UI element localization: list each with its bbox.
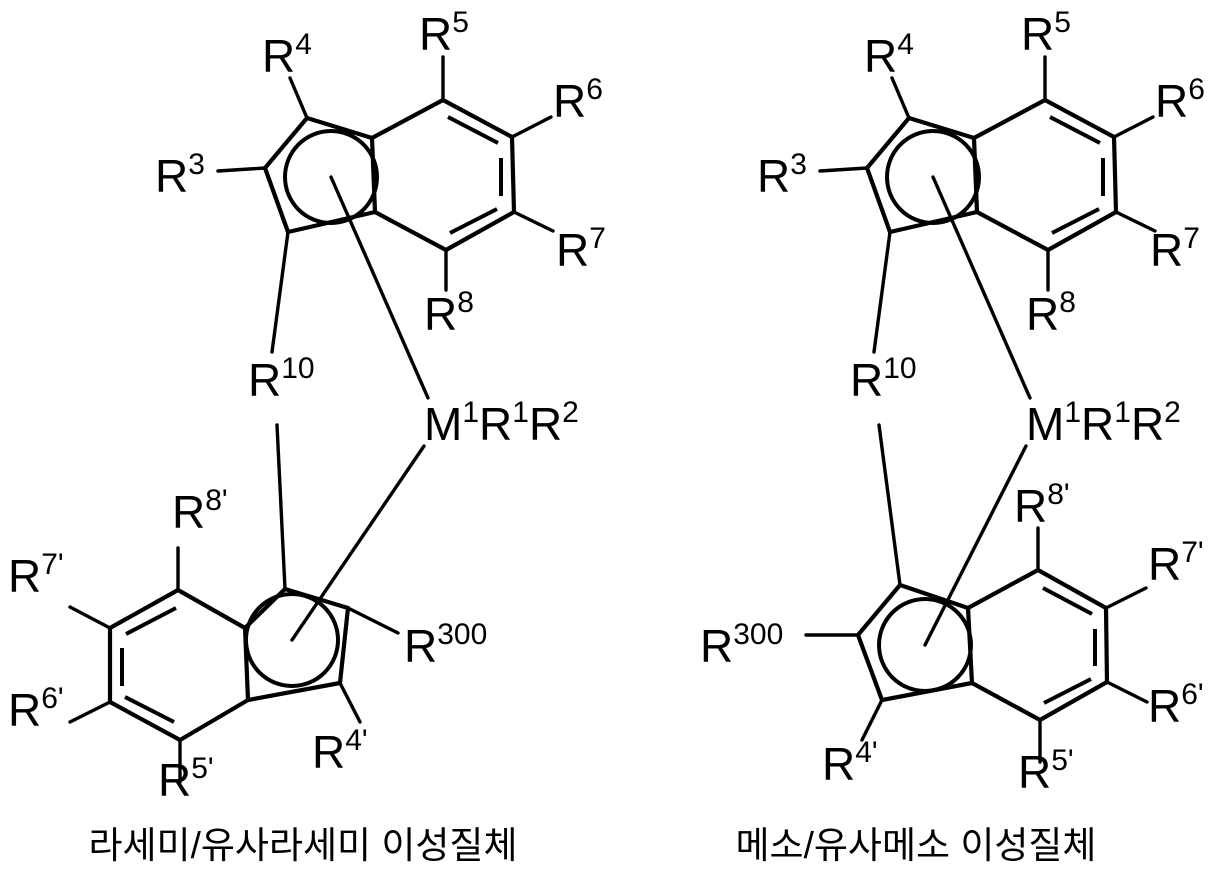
aromatic-circle-lower-right xyxy=(877,597,973,693)
bond-to-R300-left xyxy=(346,606,400,635)
bond-to-R4-upper xyxy=(288,76,309,120)
aromatic-circle-upper-right xyxy=(885,129,981,225)
label-R8p-right: R8' xyxy=(1014,478,1070,532)
bond-upper-ring-to-R10 xyxy=(270,230,290,354)
label-R5-right: R5 xyxy=(1021,6,1071,60)
label-R7p-right: R7' xyxy=(1148,536,1204,590)
label-metal-right: M1R1R2 xyxy=(1026,396,1181,450)
bond-to-R6p-left xyxy=(68,700,112,724)
bond-to-R3-upper xyxy=(216,166,267,173)
right-lower-indenyl xyxy=(804,423,1149,764)
label-R300-right: R300 xyxy=(700,618,783,672)
label-R3-left: R3 xyxy=(155,148,205,202)
bond-to-R7-upper-right xyxy=(1114,210,1157,233)
bond-upper-ring-to-R10-right xyxy=(872,230,892,354)
caption-right: 메소/유사메소 이성질체 xyxy=(736,825,1097,866)
bond-upper-ring-to-metal xyxy=(329,175,430,400)
bond-to-R4p-left xyxy=(338,681,362,724)
bond-lower-ring-to-R10 xyxy=(275,423,287,591)
right-upper-indenyl xyxy=(818,55,1157,400)
label-R4p-left: R4' xyxy=(312,724,368,778)
caption-left: 라세미/유사라세미 이성질체 xyxy=(88,825,517,866)
bond-to-R7p-left xyxy=(68,605,112,630)
label-R6-right: R6 xyxy=(1155,73,1205,127)
label-R6-left: R6 xyxy=(553,73,603,127)
bond-lower-ring-to-metal xyxy=(290,444,426,642)
label-R8p-left: R8' xyxy=(172,484,228,538)
label-R4-right: R4 xyxy=(864,28,914,82)
bond-to-R7-upper xyxy=(512,210,555,233)
bond-lower-ring-to-metal-right xyxy=(923,444,1028,647)
bond-to-R6-upper-right xyxy=(1112,115,1155,139)
aromatic-circle-upper xyxy=(283,129,379,225)
label-R6p-left: R6' xyxy=(8,682,64,736)
left-structure: R3 R4 R5 R6 R7 R8 R10 M1R1R2 R8' R7' R6' xyxy=(8,6,606,806)
bond-to-R6p-right xyxy=(1105,680,1149,704)
label-R8-left: R8 xyxy=(424,286,474,340)
bond-upper-ring-to-metal-right xyxy=(931,175,1032,400)
label-R5-left: R5 xyxy=(419,6,469,60)
aromatic-circle-lower xyxy=(244,592,340,688)
label-R3-right: R3 xyxy=(757,148,807,202)
left-lower-indenyl xyxy=(68,423,426,784)
label-R5p-right: R5' xyxy=(1018,744,1074,798)
right-structure: R3 R4 R5 R6 R7 R8 R10 M1R1R2 R8' R7' R6' xyxy=(700,6,1205,798)
label-R7-right: R7 xyxy=(1150,222,1200,276)
label-R8-right: R8 xyxy=(1026,286,1076,340)
label-R4-left: R4 xyxy=(262,28,312,82)
label-R10-right: R10 xyxy=(850,352,917,406)
label-R7p-left: R7' xyxy=(8,548,64,602)
bond-to-R4p-right xyxy=(860,698,884,742)
bond-to-R7p-right xyxy=(1104,586,1148,610)
label-R7-left: R7 xyxy=(556,222,606,276)
label-metal-left: M1R1R2 xyxy=(424,396,579,450)
label-R300-left: R300 xyxy=(404,618,487,672)
label-R10-left: R10 xyxy=(248,352,315,406)
label-R4p-right: R4' xyxy=(822,736,878,790)
label-R6p-right: R6' xyxy=(1148,678,1204,732)
bond-lower-ring-to-R10-right xyxy=(877,423,902,587)
bond-to-R4-upper-right xyxy=(890,76,911,120)
label-R5p-left: R5' xyxy=(158,752,214,806)
left-upper-indenyl xyxy=(216,55,555,400)
bond-to-R3-upper-right xyxy=(818,166,869,173)
bond-to-R6-upper xyxy=(510,115,553,139)
